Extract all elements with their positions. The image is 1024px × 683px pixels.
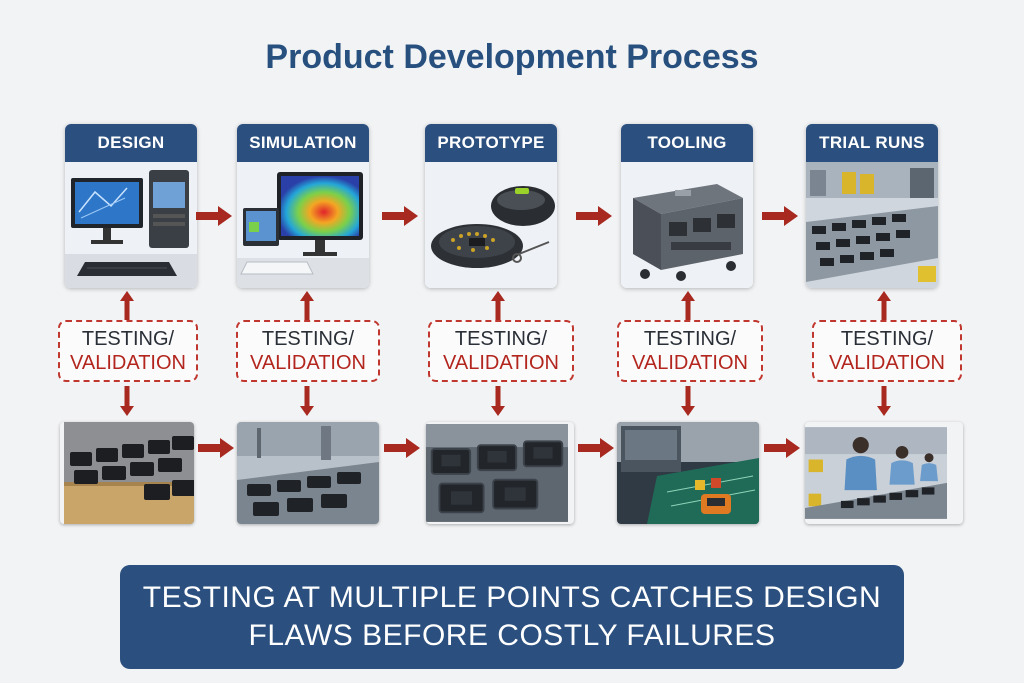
validation-label: VALIDATION [829,352,945,374]
flow-arrow-right-icon [198,438,234,458]
stage-label: TRIAL RUNS [806,124,938,162]
testing-validation-box: TESTING/ VALIDATION [812,320,962,382]
testing-label: TESTING/ [261,328,355,350]
down-arrow-icon [300,386,314,416]
down-arrow-icon [877,386,891,416]
stage-prototype: PROTOTYPE [425,124,557,288]
flow-arrow-right-icon [578,438,614,458]
testing-label: TESTING/ [81,328,175,350]
flow-arrow-right-icon [196,206,232,226]
flow-arrow-right-icon [764,438,800,458]
testing-validation-box: TESTING/ VALIDATION [617,320,763,382]
stage-label: DESIGN [65,124,197,162]
up-arrow-icon [120,291,134,321]
validation-label: VALIDATION [70,352,186,374]
photo-electronics-test [617,422,759,524]
assembly-line-image [237,422,379,524]
stage-label: SIMULATION [237,124,369,162]
design-workstation-illustration [65,162,197,288]
down-arrow-icon [491,386,505,416]
photo-molded-parts [426,422,574,524]
up-arrow-icon [681,291,695,321]
down-arrow-icon [681,386,695,416]
testing-label: TESTING/ [840,328,934,350]
testing-validation-box: TESTING/ VALIDATION [58,320,198,382]
stage-tooling: TOOLING [621,124,753,288]
prototype-device-illustration [425,162,557,288]
flow-arrow-right-icon [382,206,418,226]
summary-banner: TESTING AT MULTIPLE POINTS CATCHES DESIG… [120,565,904,669]
stage-label: PROTOTYPE [425,124,557,162]
validation-label: VALIDATION [632,352,748,374]
photo-factory-workers [805,422,963,524]
page-title: Product Development Process [265,38,759,76]
validation-label: VALIDATION [443,352,559,374]
banner-line-2: FLAWS BEFORE COSTLY FAILURES [248,619,776,652]
banner-line-1: TESTING AT MULTIPLE POINTS CATCHES DESIG… [142,581,882,614]
molded-parts-image [426,424,568,522]
up-arrow-icon [300,291,314,321]
testing-validation-box: TESTING/ VALIDATION [236,320,380,382]
photo-assembly-line [237,422,379,524]
factory-workers-image [805,427,947,519]
stage-label: TOOLING [621,124,753,162]
simulation-heatmap-illustration [237,162,369,288]
up-arrow-icon [877,291,891,321]
stage-trial-runs: TRIAL RUNS [806,124,938,288]
stage-simulation: SIMULATION [237,124,369,288]
trial-runs-factory-illustration [806,162,938,288]
flow-arrow-right-icon [576,206,612,226]
stage-design: DESIGN [65,124,197,288]
flow-arrow-right-icon [762,206,798,226]
testing-validation-box: TESTING/ VALIDATION [428,320,574,382]
flow-arrow-right-icon [384,438,420,458]
electronics-test-image [617,422,759,524]
testing-label: TESTING/ [643,328,737,350]
tooling-mold-illustration [621,162,753,288]
testing-label: TESTING/ [454,328,548,350]
validation-label: VALIDATION [250,352,366,374]
up-arrow-icon [491,291,505,321]
photo-packaged-parts [60,422,194,524]
packaged-parts-image [64,422,194,524]
down-arrow-icon [120,386,134,416]
